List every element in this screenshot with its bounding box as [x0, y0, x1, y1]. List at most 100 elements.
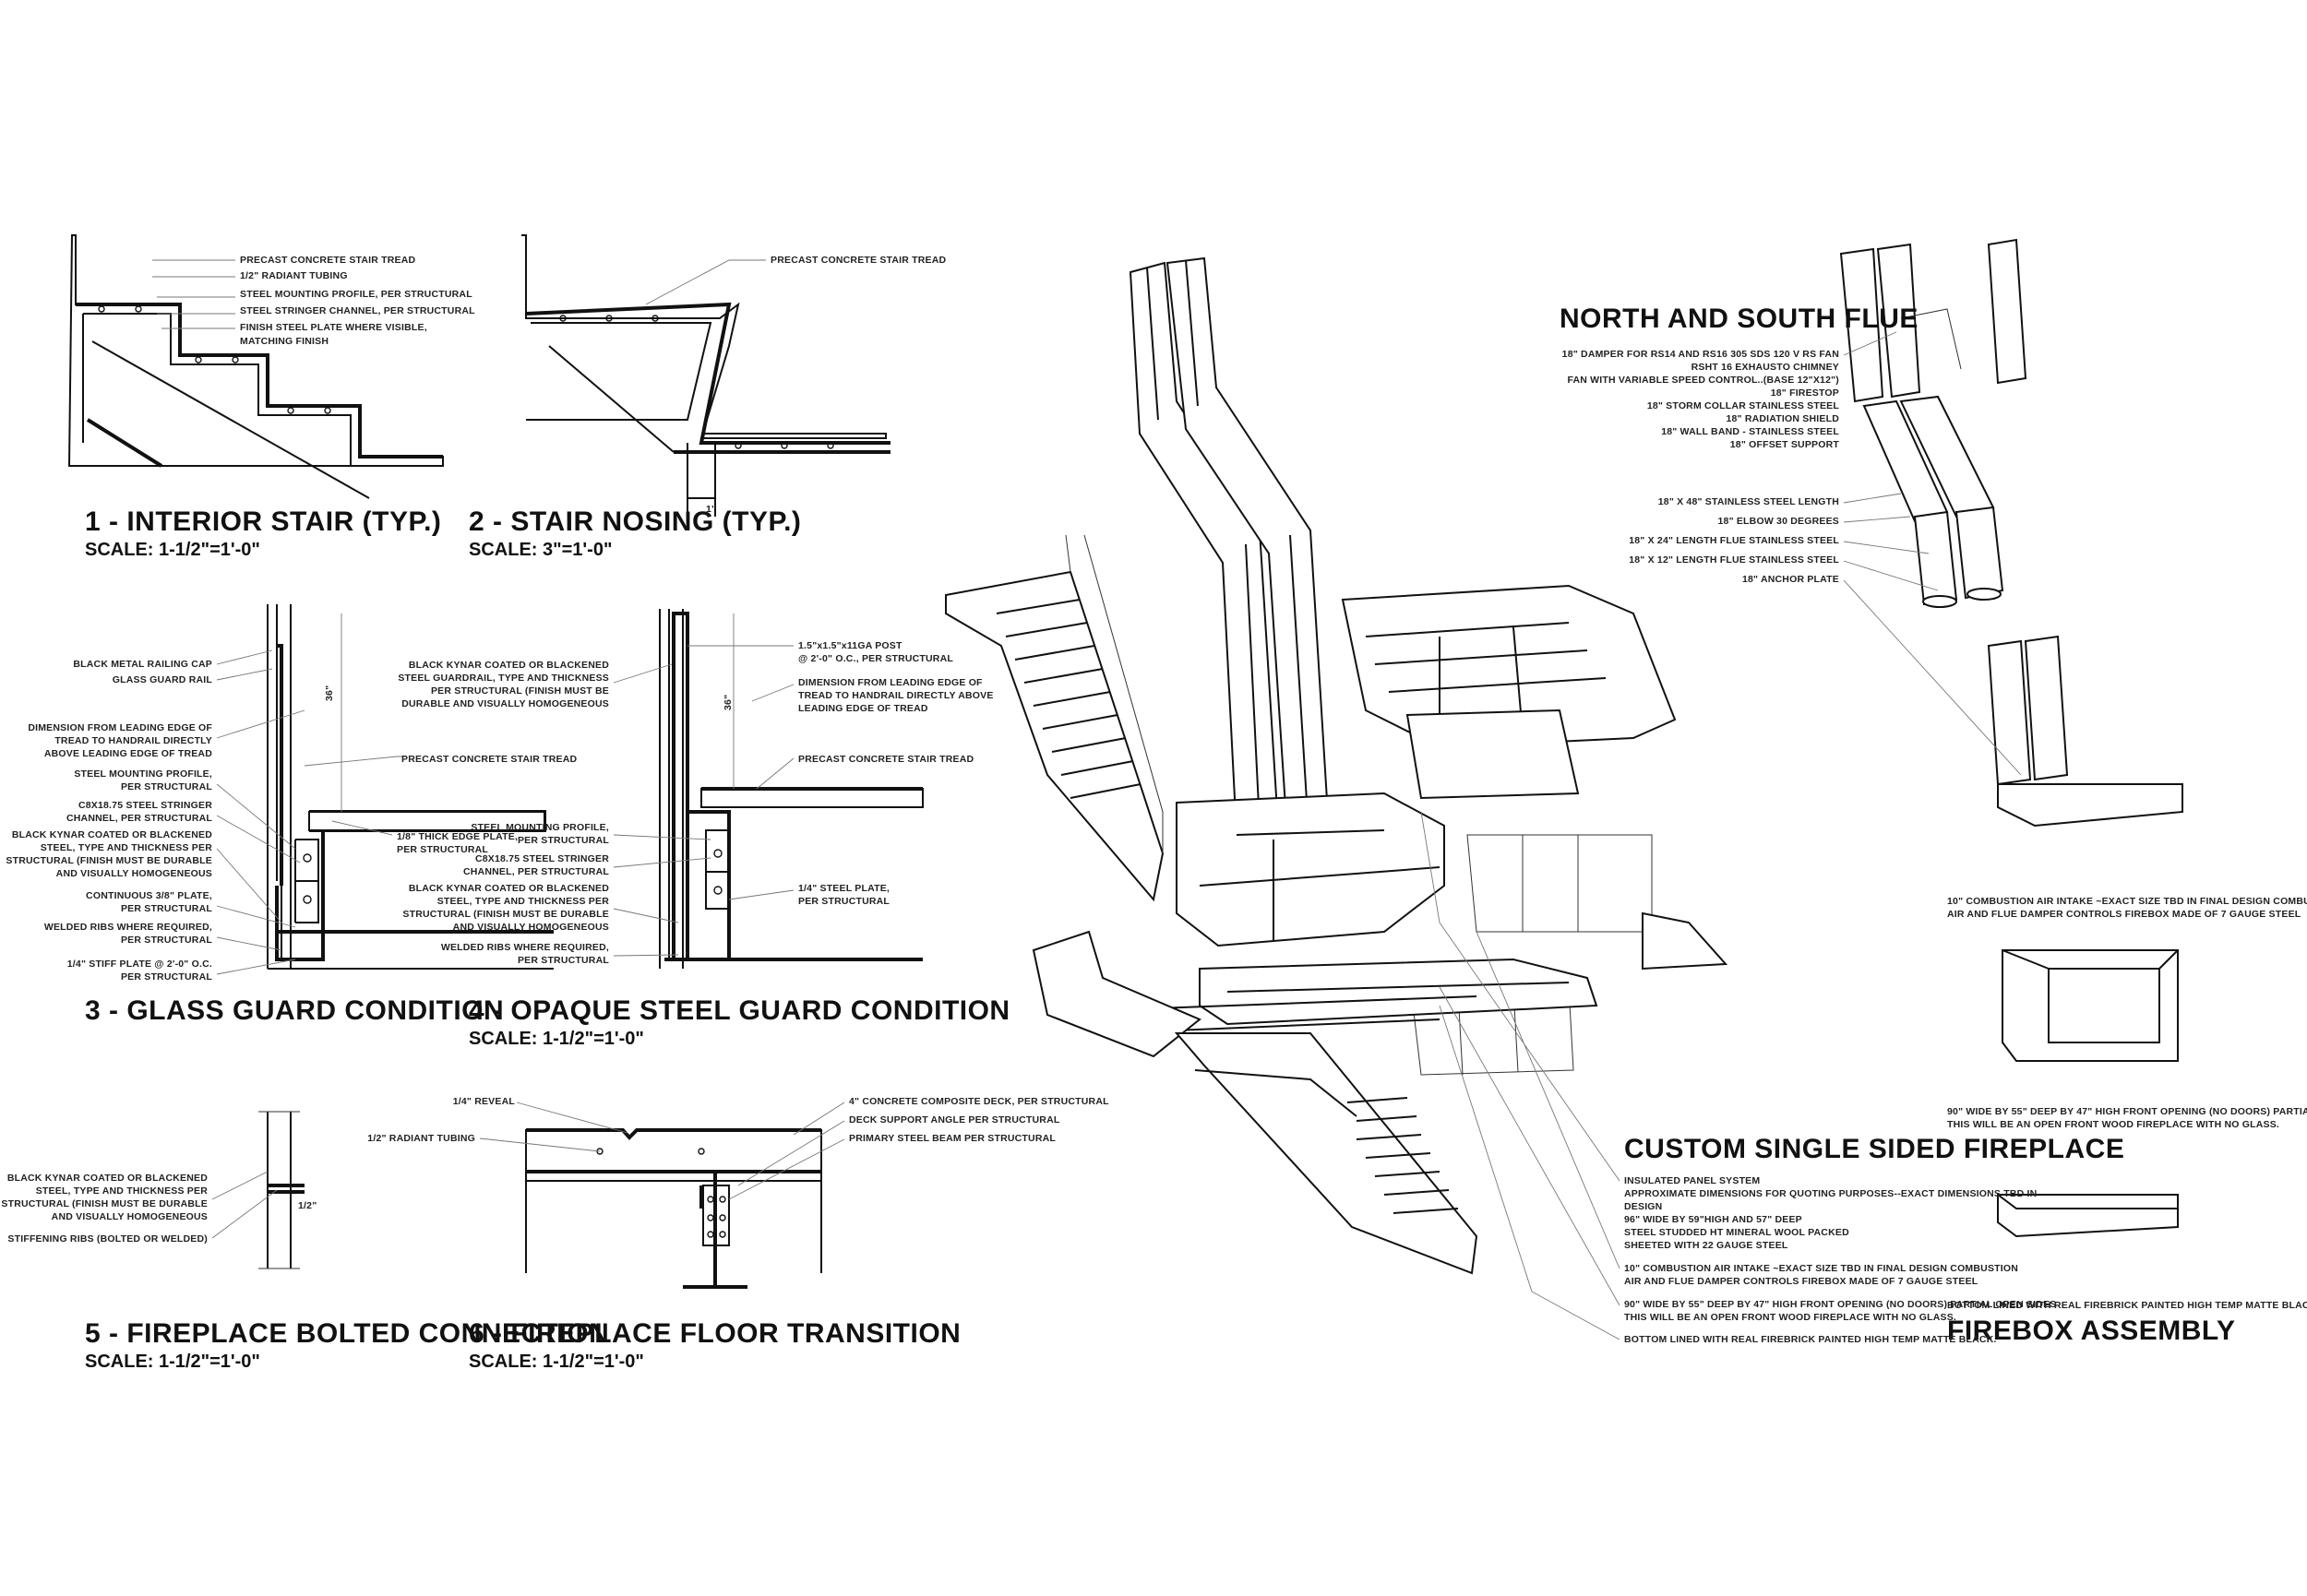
fp-note-b0: 10" COMBUSTION AIR INTAKE ~EXACT SIZE TB… [1624, 1263, 2018, 1274]
d6-lnote-1: 1/2" RADIANT TUBING [367, 1133, 475, 1144]
d4-note-8: BLACK KYNAR COATED OR BLACKENED [409, 883, 609, 894]
d5-note-2: STRUCTURAL (FINISH MUST BE DURABLE [1, 1198, 208, 1209]
d4-note-12: WELDED RIBS WHERE REQUIRED, [441, 942, 609, 953]
d4-note-11: AND VISUALLY HOMOGENEOUS [453, 922, 609, 933]
d1-note-1: 1/2" RADIANT TUBING [240, 270, 348, 281]
fireplace-notes: CUSTOM SINGLE SIDED FIREPLACE INSULATED … [1420, 811, 2124, 1345]
d6-rnote-2: PRIMARY STEEL BEAM PER STRUCTURAL [849, 1133, 1056, 1144]
d1-note-3: STEEL STRINGER CHANNEL, PER STRUCTURAL [240, 305, 475, 316]
d2-dim: 1" [706, 504, 716, 515]
d3-note-7: C8X18.75 STEEL STRINGER [78, 800, 212, 811]
fp-note-a0: INSULATED PANEL SYSTEM [1624, 1175, 1760, 1186]
fb-note-c0: BOTTOM LINED WITH REAL FIREBRICK PAINTED… [1947, 1300, 2307, 1311]
d6-rnote-0: 4" CONCRETE COMPOSITE DECK, PER STRUCTUR… [849, 1096, 1109, 1107]
d5-scale: SCALE: 1-1/2"=1'-0" [85, 1352, 260, 1372]
d4-note-13: PER STRUCTURAL [518, 955, 609, 966]
d1-scale: SCALE: 1-1/2"=1'-0" [85, 540, 260, 560]
d3-note-3: TREAD TO HANDRAIL DIRECTLY [54, 735, 212, 746]
d3-note-16: PER STRUCTURAL [121, 935, 212, 946]
flue-components: NORTH AND SOUTH FLUE 18" DAMPER FOR RS14… [1560, 238, 2183, 828]
d3-title: 3 - GLASS GUARD CONDITION [85, 995, 504, 1026]
d5-title: 5 - FIREPLACE BOLTED CONNECTION [85, 1318, 609, 1349]
fb-note-b1: THIS WILL BE AN OPEN FRONT WOOD FIREPLAC… [1947, 1119, 2279, 1130]
d2-note-0: PRECAST CONCRETE STAIR TREAD [771, 255, 947, 266]
d4-dim: 36" [723, 695, 734, 710]
d1-note-4: FINISH STEEL PLATE WHERE VISIBLE, [240, 322, 427, 333]
flue-note-1: RSHT 16 EXHAUSTO CHIMNEY [1691, 362, 1839, 373]
d3-note-8: CHANNEL, PER STRUCTURAL [66, 813, 212, 824]
d4-note-6: C8X18.75 STEEL STRINGER [475, 853, 609, 864]
d4-note-10: STRUCTURAL (FINISH MUST BE DURABLE [402, 909, 609, 920]
d3-note-1: GLASS GUARD RAIL [113, 674, 213, 685]
d4-rnote-6: 1/4" STEEL PLATE, [798, 883, 890, 894]
d2-scale: SCALE: 3"=1'-0" [469, 540, 612, 560]
d3-note-6: PER STRUCTURAL [121, 781, 212, 792]
d4-rnote-2: DIMENSION FROM LEADING EDGE OF [798, 677, 983, 688]
detail-3-glass-guard: 36" BLACK METAL RAILING CAP GLASS GUARD … [6, 604, 577, 1026]
d3-note-4: ABOVE LEADING EDGE OF TREAD [44, 748, 212, 759]
d3-dim: 36" [324, 685, 335, 701]
fp-note-c0: 90" WIDE BY 55" DEEP BY 47" HIGH FRONT O… [1624, 1299, 2057, 1310]
flue-mnote-4: 18" ANCHOR PLATE [1742, 574, 1839, 585]
fp-note-c1: THIS WILL BE AN OPEN FRONT WOOD FIREPLAC… [1624, 1312, 1956, 1323]
d4-note-0: BLACK KYNAR COATED OR BLACKENED [409, 660, 609, 671]
d4-note-2: PER STRUCTURAL (FINISH MUST BE [431, 685, 609, 697]
flue-note-0: 18" DAMPER FOR RS14 AND RS16 305 SDS 120… [1562, 349, 1839, 360]
d6-scale: SCALE: 1-1/2"=1'-0" [469, 1352, 644, 1372]
d3-rnote-1: 1/8" THICK EDGE PLATE, [397, 831, 518, 842]
firebox-assembly: 10" COMBUSTION AIR INTAKE ~EXACT SIZE TB… [1947, 896, 2307, 1346]
flue-note-2: FAN WITH VARIABLE SPEED CONTROL..(BASE 1… [1567, 375, 1839, 386]
d4-title: 4 - OPAQUE STEEL GUARD CONDITION [469, 995, 1010, 1026]
flue-note-4: 18" STORM COLLAR STAINLESS STEEL [1647, 400, 1840, 411]
d1-note-5: MATCHING FINISH [240, 336, 329, 347]
d4-note-3: DURABLE AND VISUALLY HOMOGENEOUS [401, 698, 609, 709]
d5-dim: 1/2" [298, 1200, 317, 1211]
d3-note-14: PER STRUCTURAL [121, 903, 212, 914]
d3-note-2: DIMENSION FROM LEADING EDGE OF [28, 722, 212, 733]
d6-rnote-1: DECK SUPPORT ANGLE PER STRUCTURAL [849, 1114, 1060, 1126]
d5-note-4: STIFFENING RIBS (BOLTED OR WELDED) [7, 1233, 208, 1245]
fp-note-b1: AIR AND FLUE DAMPER CONTROLS FIREBOX MAD… [1624, 1276, 1978, 1287]
d3-note-9: BLACK KYNAR COATED OR BLACKENED [12, 829, 212, 840]
detail-5-bolted-connection: 1/2" BLACK KYNAR COATED OR BLACKENED STE… [1, 1111, 609, 1372]
fp-note-d0: BOTTOM LINED WITH REAL FIREBRICK PAINTED… [1624, 1334, 1997, 1345]
d3-note-13: CONTINUOUS 3/8" PLATE, [86, 890, 212, 901]
axonometric-fireplace-assembly [945, 256, 1728, 1275]
fb-note-b0: 90" WIDE BY 55" DEEP BY 47" HIGH FRONT O… [1947, 1106, 2307, 1117]
detail-2-stair-nosing: PRECAST CONCRETE STAIR TREAD 1" 2 - STAI… [469, 234, 947, 560]
flue-note-7: 18" OFFSET SUPPORT [1730, 439, 1840, 450]
d3-rnote-2: PER STRUCTURAL [397, 844, 488, 855]
flue-mnote-1: 18" ELBOW 30 DEGREES [1717, 516, 1839, 527]
d4-note-1: STEEL GUARDRAIL, TYPE AND THICKNESS [398, 673, 609, 684]
flue-note-6: 18" WALL BAND - STAINLESS STEEL [1661, 426, 1839, 437]
fp-note-a2: DESIGN [1624, 1201, 1662, 1212]
d3-note-15: WELDED RIBS WHERE REQUIRED, [44, 922, 212, 933]
d4-rnote-4: LEADING EDGE OF TREAD [798, 703, 928, 714]
d4-note-9: STEEL, TYPE AND THICKNESS PER [437, 896, 609, 907]
fb-note-a0: 10" COMBUSTION AIR INTAKE ~EXACT SIZE TB… [1947, 896, 2307, 907]
detail-4-opaque-guard: 36" BLACK KYNAR COATED OR BLACKENED STEE… [398, 609, 1010, 1049]
fb-note-a1: AIR AND FLUE DAMPER CONTROLS FIREBOX MAD… [1947, 909, 2301, 920]
d3-note-12: AND VISUALLY HOMOGENEOUS [56, 868, 212, 879]
d4-note-5: PER STRUCTURAL [518, 835, 609, 846]
d4-note-7: CHANNEL, PER STRUCTURAL [463, 866, 609, 877]
d5-note-3: AND VISUALLY HOMOGENEOUS [52, 1211, 208, 1222]
d5-note-1: STEEL, TYPE AND THICKNESS PER [36, 1185, 208, 1197]
flue-mnote-2: 18" X 24" LENGTH FLUE STAINLESS STEEL [1629, 535, 1839, 546]
flue-note-5: 18" RADIATION SHIELD [1726, 413, 1839, 424]
detail-1-interior-stair: PRECAST CONCRETE STAIR TREAD 1/2" RADIAN… [67, 234, 475, 560]
flue-note-3: 18" FIRESTOP [1771, 387, 1839, 399]
d4-note-4: STEEL MOUNTING PROFILE, [471, 822, 609, 833]
flue-mnote-3: 18" X 12" LENGTH FLUE STAINLESS STEEL [1629, 554, 1839, 566]
d2-title: 2 - STAIR NOSING (TYP.) [469, 506, 801, 537]
d3-note-11: STRUCTURAL (FINISH MUST BE DURABLE [6, 855, 212, 866]
d4-rnote-3: TREAD TO HANDRAIL DIRECTLY ABOVE [798, 690, 994, 701]
fp-note-a5: SHEETED WITH 22 GAUGE STEEL [1624, 1240, 1788, 1251]
d4-rnote-5: PRECAST CONCRETE STAIR TREAD [798, 754, 974, 765]
fp-title: CUSTOM SINGLE SIDED FIREPLACE [1624, 1134, 2124, 1164]
d3-note-0: BLACK METAL RAILING CAP [73, 659, 212, 670]
d3-note-5: STEEL MOUNTING PROFILE, [74, 768, 212, 780]
d5-note-0: BLACK KYNAR COATED OR BLACKENED [7, 1173, 208, 1184]
d3-note-17: 1/4" STIFF PLATE @ 2'-0" O.C. [67, 959, 212, 970]
fb-title: FIREBOX ASSEMBLY [1947, 1316, 2236, 1346]
